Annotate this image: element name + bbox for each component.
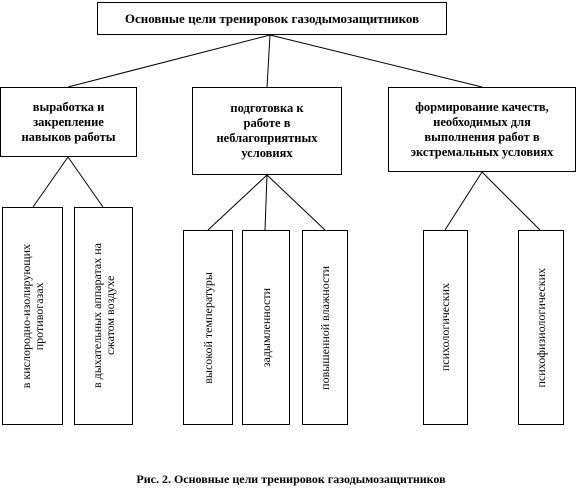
- goal-label-line: подготовка к: [230, 101, 304, 115]
- goal-box-qualities: формирование качеств, необходимых для вы…: [388, 87, 576, 172]
- leaf-label: задымленности: [258, 287, 273, 368]
- connector-root-goal-1: [67, 34, 271, 88]
- diagram-title-box: Основные цели тренировок газодымозащитни…: [97, 2, 447, 35]
- goal-label-line: выработка и: [32, 99, 105, 114]
- goal-box-skills: выработка и закрепление навыков работы: [0, 87, 137, 157]
- leaf-psychological: психологических: [423, 230, 468, 425]
- leaf-smoke: задымленности: [242, 230, 290, 425]
- connector-goal-2-leaf-1: [207, 174, 268, 231]
- goal-label-line: навыков работы: [21, 129, 116, 144]
- leaf-label: повышенной влажности: [317, 265, 332, 390]
- leaf-high-temperature: высокой температуры: [183, 230, 233, 425]
- leaf-label-line: в дыхательных аппаратах на: [89, 243, 104, 389]
- leaf-label-line: в кислородно-изолирующих: [18, 243, 33, 389]
- leaf-humidity: повышенной влажности: [302, 230, 348, 425]
- goal-label-line: экстремальных условиях: [410, 144, 554, 159]
- leaf-label: психофизиологических: [533, 267, 548, 388]
- goal-label-line: формирование качеств,: [415, 99, 549, 114]
- connector-root-goal-3: [269, 34, 483, 88]
- connector-goal-2-leaf-3: [266, 174, 326, 231]
- goal-label-line: неблагоприятных: [216, 131, 318, 145]
- leaf-label: в дыхательных аппаратах на сжатом воздух…: [89, 243, 117, 389]
- diagram-title: Основные цели тренировок газодымозащитни…: [124, 10, 420, 26]
- leaf-label: психологических: [438, 283, 452, 372]
- leaf-compressed-air: в дыхательных аппаратах на сжатом воздух…: [74, 207, 133, 425]
- leaf-psychophysiological: психофизиологических: [518, 230, 564, 425]
- connector-goal-1-leaf-1: [32, 156, 69, 208]
- goal-label-line: выполнения работ в: [424, 129, 540, 144]
- goal-label-line: необходимых для: [433, 114, 531, 129]
- leaf-label: в кислородно-изолирующих противогазах: [18, 243, 46, 389]
- connector-goal-3-leaf-2: [481, 171, 541, 231]
- goal-label: выработка и закрепление навыков работы: [21, 100, 115, 145]
- goal-label-line: условиях: [241, 146, 293, 160]
- goal-label-line: закрепление: [33, 114, 104, 129]
- leaf-label-line: противогазах: [31, 282, 46, 350]
- leaf-oxygen-isolating: в кислородно-изолирующих противогазах: [2, 207, 63, 425]
- leaf-label-line: сжатом воздухе: [102, 276, 117, 356]
- connector-goal-2-leaf-2: [264, 174, 268, 231]
- leaf-label: высокой температуры: [200, 271, 215, 384]
- goal-box-adverse-conditions: подготовка к работе в неблагоприятных ус…: [192, 87, 342, 175]
- goal-label-line: работе в: [243, 116, 291, 130]
- goal-label: подготовка к работе в неблагоприятных ус…: [216, 101, 317, 161]
- connector-goal-3-leaf-1: [444, 171, 483, 231]
- goal-label: формирование качеств, необходимых для вы…: [411, 100, 554, 160]
- connector-root-goal-2: [266, 34, 271, 88]
- connector-goal-1-leaf-2: [67, 156, 104, 208]
- figure-caption: Рис. 2. Основные цели тренировок газодым…: [136, 472, 446, 486]
